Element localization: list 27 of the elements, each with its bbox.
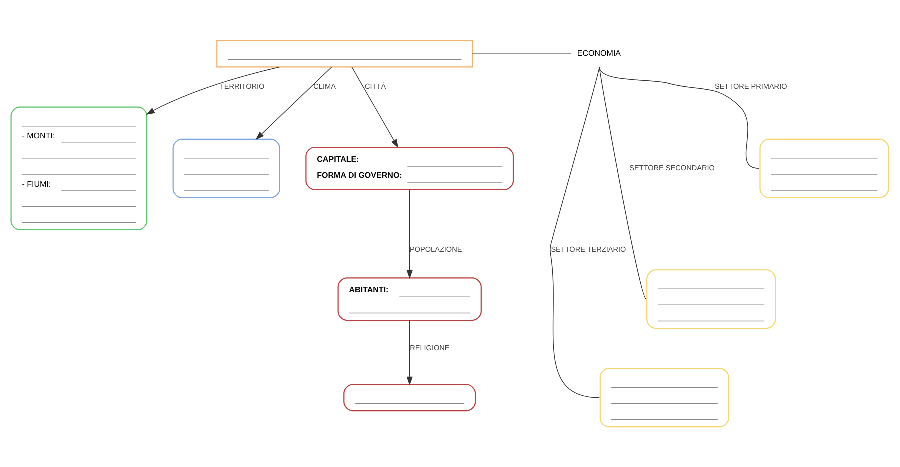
edge-label: CLIMA xyxy=(314,82,336,91)
arrow xyxy=(146,66,280,114)
edge-label: SETTORE PRIMARIO xyxy=(714,82,788,91)
edge-label: SETTORE SECONDARIO xyxy=(630,162,715,172)
node-box xyxy=(600,368,730,428)
edge-label: TERRITORIO xyxy=(220,82,265,91)
connector xyxy=(599,66,647,300)
arrow xyxy=(406,189,413,279)
edge-label: SETTORE TERZIARIO xyxy=(551,244,626,254)
connector xyxy=(599,66,760,169)
node-box xyxy=(646,269,776,329)
node-box xyxy=(216,40,474,68)
node-text: ECONOMIA xyxy=(577,48,622,58)
node-box xyxy=(172,138,280,198)
edge-label: POPOLAZIONE xyxy=(410,244,462,254)
edge-label: CITTÀ xyxy=(365,82,386,91)
node-box xyxy=(760,138,890,198)
node-box: ABITANTI: xyxy=(338,277,482,321)
arrow xyxy=(406,320,413,386)
connector xyxy=(472,53,572,54)
node-box xyxy=(344,384,476,412)
node-box: - MONTI: - FIUMI: xyxy=(10,106,148,230)
arrow xyxy=(352,66,399,148)
connector xyxy=(550,66,600,398)
edge-label: RELIGIONE xyxy=(410,342,450,352)
node-box: CAPITALE: FORMA DI GOVERNO: xyxy=(306,146,514,190)
arrow xyxy=(256,66,332,140)
